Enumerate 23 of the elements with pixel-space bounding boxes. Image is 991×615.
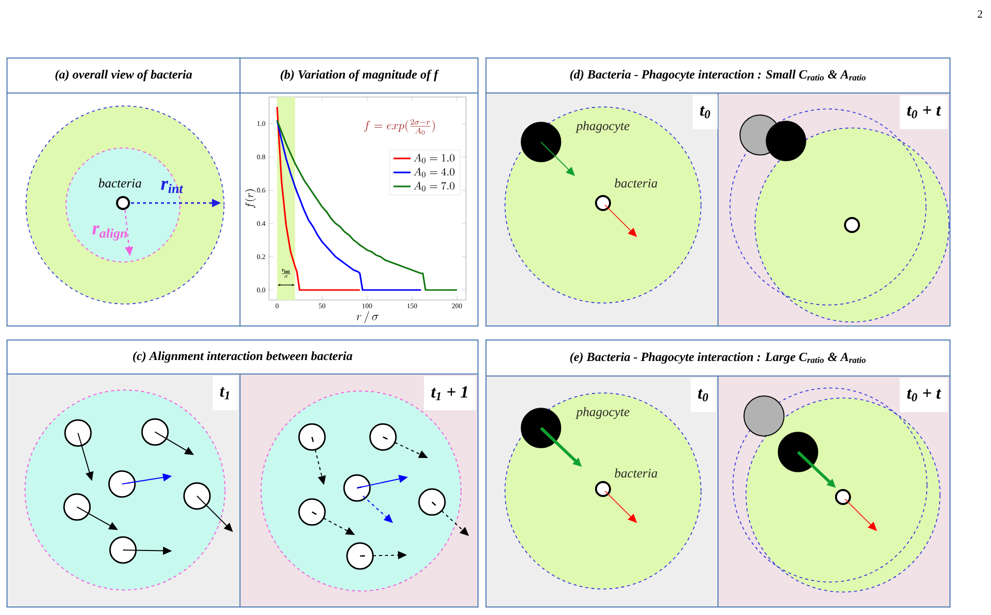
annotation: $f = exp(\frac{2\sigma - r}{A_0})$	[364, 119, 435, 135]
annotation: $\frac{\mathbf{r_{int}}}{\sigma}$	[282, 268, 290, 278]
page-number: 2	[978, 10, 982, 18]
panel-title: (a) overall view of bacteria	[6, 58, 240, 94]
cell-label: phagocyte	[576, 407, 630, 419]
cell-label: bacteria	[614, 178, 658, 188]
time-label: t$_{1}$	[212, 376, 238, 410]
time-label: t$_{1}$ + 1	[424, 376, 476, 410]
cell-label: bacteria	[614, 468, 658, 478]
cell-label: phagocyte	[576, 121, 630, 133]
x-axis-title: $r\,/\,\sigma$	[356, 311, 378, 324]
cell-label: bacteria	[98, 178, 142, 188]
radius-label: r$_{int}$	[161, 180, 184, 194]
time-label: t$_{0}$ + t	[900, 378, 948, 412]
panel-title: (b) Variation of magnitude of f	[240, 58, 478, 94]
time-label: t$_{0}$ + t	[900, 95, 948, 130]
time-label: t$_{0}$	[692, 95, 718, 130]
legend-label: $A_0 = 4.0$	[414, 168, 454, 178]
legend-label: $A_0 = 7.0$	[414, 182, 454, 192]
radius-label: r$_{align}$	[92, 225, 127, 241]
y-axis-title: $f(r)$	[244, 189, 256, 208]
time-label: t$_{0}$	[690, 378, 716, 412]
legend-label: $A_0 = 1.0$	[414, 154, 454, 164]
